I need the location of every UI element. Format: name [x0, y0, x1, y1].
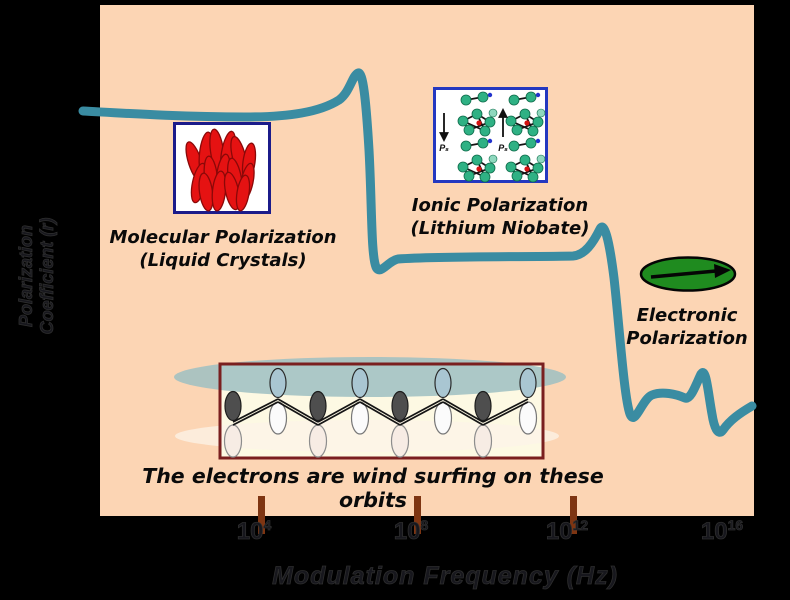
molecular-label-line2: (Liquid Crystals): [139, 250, 307, 271]
orbital-illustration: [174, 357, 566, 460]
tick-mark-10e4: [258, 496, 265, 534]
liquid-crystal-illustration: [173, 122, 271, 214]
tick-base: 10: [236, 518, 264, 546]
tick-mark-10e12: [570, 496, 577, 534]
tick-exponent: 8: [420, 517, 429, 534]
y-axis-title: Polarization Coefficient (r): [16, 151, 58, 401]
ps-label-left: Pₛ: [439, 143, 449, 153]
electronic-label-line1: Electronic: [636, 305, 738, 326]
y-axis-title-line1: Polarization: [16, 225, 37, 328]
x-tick-label-3: 1012: [532, 517, 602, 546]
electronic-polarization-illustration: [639, 256, 737, 292]
ionic-polarization-label: Ionic Polarization (Lithium Niobate): [395, 194, 605, 240]
p-orbitals: [223, 367, 538, 458]
wind-surfing-caption: The electrons are wind surfing on these …: [142, 464, 604, 512]
ps-label-right: Pₛ: [498, 143, 508, 153]
x-tick-label-4: 1016: [687, 517, 757, 546]
x-axis-title: Modulation Frequency (Hz): [272, 562, 618, 591]
electronic-label-line2: Polarization: [626, 328, 748, 349]
molecular-label-line1: Molecular Polarization: [109, 227, 337, 248]
liquid-crystal-molecules: [185, 128, 257, 212]
tick-base: 10: [393, 518, 421, 546]
ionic-label-line1: Ionic Polarization: [411, 195, 589, 216]
dispersion-curve-path: [78, 68, 757, 437]
dipole-arrow: [650, 269, 717, 279]
electronic-polarization-label: Electronic Polarization: [612, 304, 762, 350]
molecular-polarization-label: Molecular Polarization (Liquid Crystals): [108, 226, 338, 272]
tick-base: 10: [700, 518, 728, 546]
y-axis-title-line2: Coefficient (r): [37, 217, 58, 335]
tick-base: 10: [545, 518, 573, 546]
tick-exponent: 16: [727, 517, 744, 534]
x-tick-label-2: 108: [376, 517, 446, 546]
orbital-box-border: [218, 362, 545, 460]
tick-exponent: 12: [572, 517, 589, 534]
lithium-niobate-illustration: Pₛ Pₛ: [433, 87, 548, 183]
dipole-arrow-head: [714, 264, 731, 278]
bond-lines: [232, 398, 529, 426]
ionic-label-line2: (Lithium Niobate): [410, 218, 590, 239]
tick-mark-10e8: [414, 496, 421, 534]
tick-exponent: 4: [263, 517, 272, 534]
x-tick-label-1: 104: [219, 517, 289, 546]
